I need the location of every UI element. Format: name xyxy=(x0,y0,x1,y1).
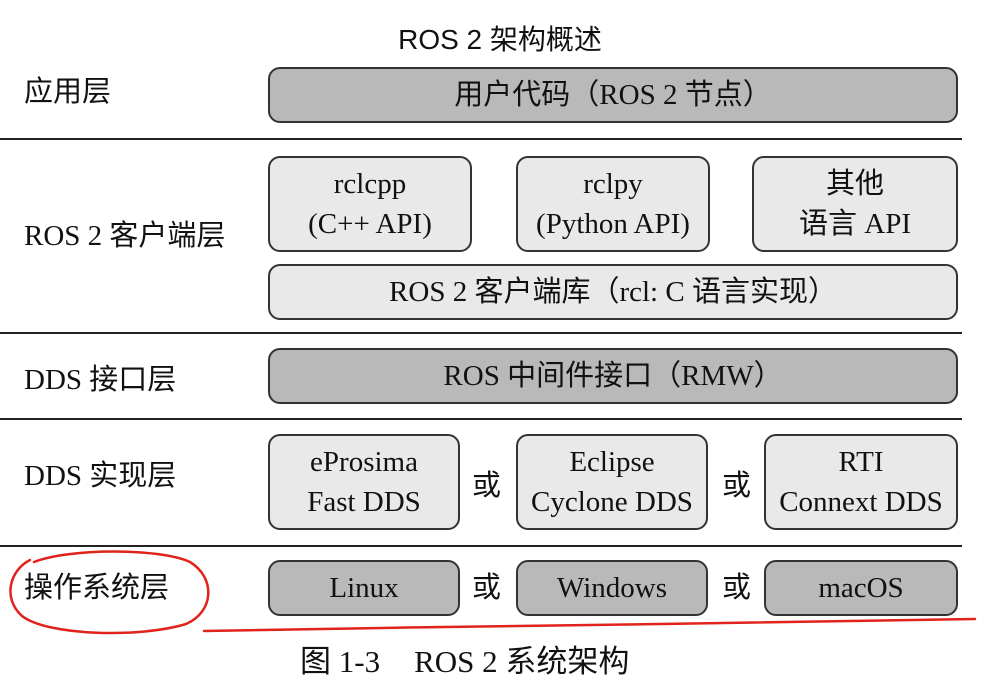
figure-caption-text: ROS 2 系统架构 xyxy=(414,644,630,679)
divider-client xyxy=(0,332,962,334)
cyclone-dds-line2: Cyclone DDS xyxy=(531,486,693,518)
windows-label: Windows xyxy=(557,572,667,604)
rclpy-line1: rclpy xyxy=(583,168,643,200)
windows-box: Windows xyxy=(516,560,708,616)
fast-dds-box: eProsima Fast DDS xyxy=(268,434,460,530)
diagram-title: ROS 2 架构概述 xyxy=(398,24,602,55)
rcl-label: ROS 2 客户端库（rcl: C 语言实现） xyxy=(389,276,837,308)
rclpy-box: rclpy (Python API) xyxy=(516,156,710,252)
other-line1: 其他 xyxy=(825,168,884,200)
or-label-os-2: 或 xyxy=(722,572,752,604)
figure-number: 图 1-3 xyxy=(300,644,381,679)
rmw-box: ROS 中间件接口（RMW） xyxy=(268,348,958,404)
figure-caption: 图 1-3 ROS 2 系统架构 xyxy=(300,642,629,682)
rcl-box: ROS 2 客户端库（rcl: C 语言实现） xyxy=(268,264,958,320)
cyclone-dds-line1: Eclipse xyxy=(569,446,655,478)
annotation-underline xyxy=(202,617,977,633)
fast-dds-line1: eProsima xyxy=(310,446,418,478)
linux-label: Linux xyxy=(329,572,399,604)
or-label-dds-1: 或 xyxy=(472,470,502,502)
fast-dds-line2: Fast DDS xyxy=(307,486,421,518)
divider-application xyxy=(0,138,962,140)
layer-label-dds-interface: DDS 接口层 xyxy=(24,364,177,396)
rmw-label: ROS 中间件接口（RMW） xyxy=(443,360,783,392)
macos-label: macOS xyxy=(818,572,904,604)
connext-dds-line2: Connext DDS xyxy=(779,486,943,518)
cyclone-dds-box: Eclipse Cyclone DDS xyxy=(516,434,708,530)
rclcpp-box: rclcpp (C++ API) xyxy=(268,156,472,252)
rclpy-line2: (Python API) xyxy=(536,208,690,240)
user-code-label: 用户代码（ROS 2 节点） xyxy=(454,79,772,111)
other-line2: 语言 API xyxy=(799,208,911,240)
layer-label-application: 应用层 xyxy=(24,76,112,108)
layer-label-client: ROS 2 客户端层 xyxy=(24,220,226,252)
connext-dds-line1: RTI xyxy=(838,446,884,478)
rclcpp-line1: rclcpp xyxy=(333,168,407,200)
macos-box: macOS xyxy=(764,560,958,616)
layer-label-dds-impl: DDS 实现层 xyxy=(24,460,177,492)
connext-dds-box: RTI Connext DDS xyxy=(764,434,958,530)
other-language-box: 其他 语言 API xyxy=(752,156,958,252)
rclcpp-line2: (C++ API) xyxy=(308,208,432,240)
linux-box: Linux xyxy=(268,560,460,616)
or-label-dds-2: 或 xyxy=(722,470,752,502)
divider-dds-impl xyxy=(0,545,962,547)
or-label-os-1: 或 xyxy=(472,572,502,604)
user-code-box: 用户代码（ROS 2 节点） xyxy=(268,67,958,123)
divider-dds-interface xyxy=(0,418,962,420)
layer-label-os: 操作系统层 xyxy=(24,572,170,604)
